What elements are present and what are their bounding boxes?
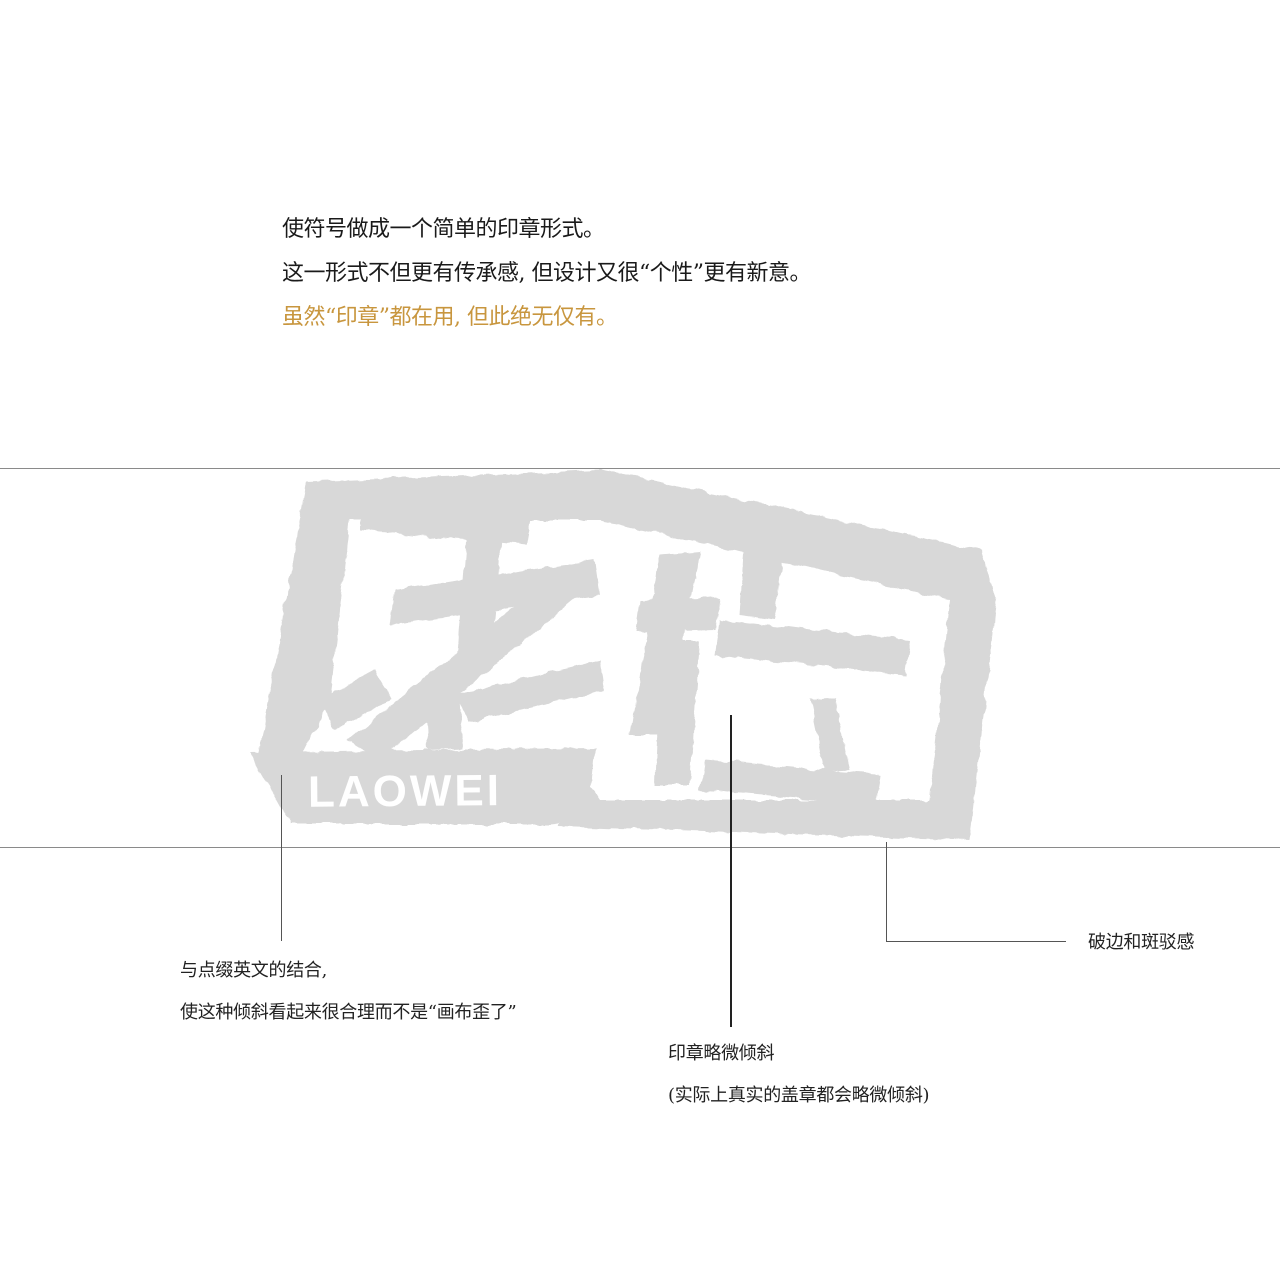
intro-line-1: 使符号做成一个简单的印章形式。 [282,217,605,242]
seal-border [258,470,996,840]
leader-english [281,775,282,941]
annotation-english-combo: 与点缀英文的结合, 使这种倾斜看起来很合理而不是“画布歪了” [180,950,517,1034]
intro-line-2: 这一形式不但更有传承感, 但设计又很“个性”更有新意。 [282,261,811,286]
annotation-tilt: 印章略微倾斜 (实际上真实的盖章都会略微倾斜) [668,1033,930,1117]
intro-text-block: 使符号做成一个简单的印章形式。 这一形式不但更有传承感, 但设计又很“个性”更有… [282,208,811,340]
leader-edges-vertical [886,842,887,941]
annotation-tilt-line-2: (实际上真实的盖章都会略微倾斜) [668,1085,930,1106]
annotation-tilt-line-1: 印章略微倾斜 [668,1043,775,1064]
top-rule [0,468,1280,469]
annotation-edges-line-1: 破边和斑驳感 [1088,932,1195,953]
leader-tilt [730,715,732,1027]
annotation-edges: 破边和斑驳感 [1088,922,1195,964]
annotation-english-line-2: 使这种倾斜看起来很合理而不是“画布歪了” [180,1002,517,1023]
english-banner [250,748,595,824]
intro-line-highlight: 虽然“印章”都在用, 但此绝无仅有。 [282,305,618,330]
leader-edges-horizontal [886,941,1066,942]
seal-english-text: LAOWEI [308,766,502,817]
annotation-english-line-1: 与点缀英文的结合, [180,960,328,981]
bottom-rule [0,847,1280,848]
